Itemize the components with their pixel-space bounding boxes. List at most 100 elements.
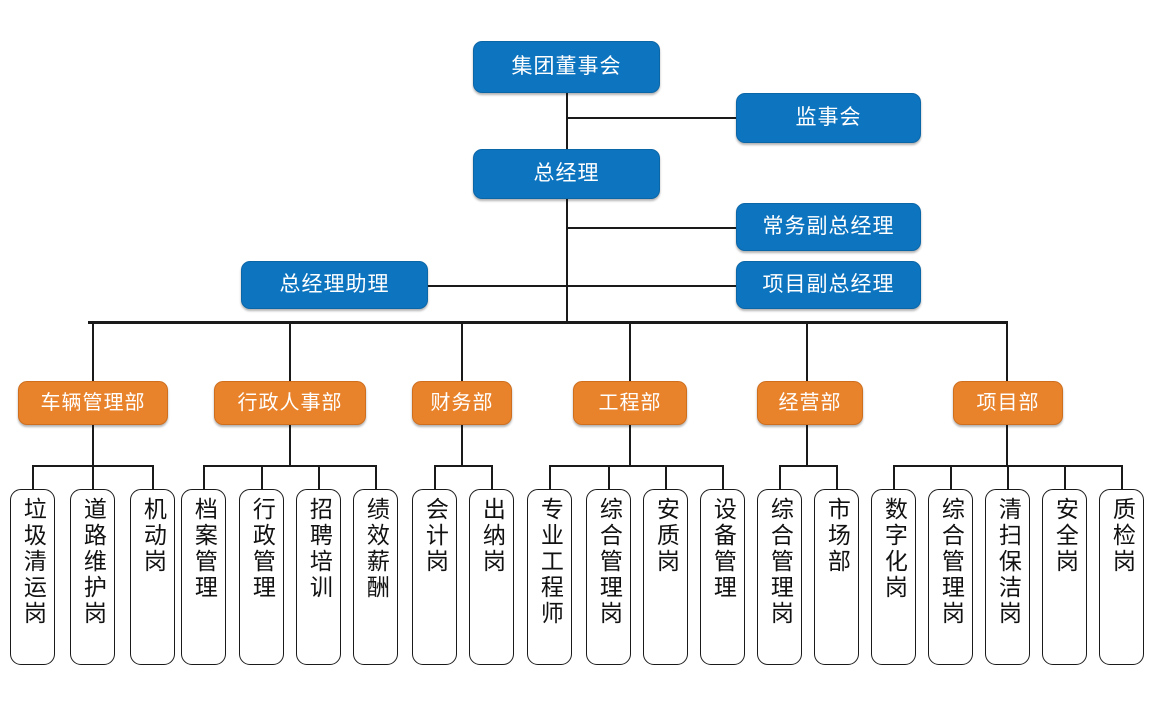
- dept-label: 财务部: [430, 392, 494, 414]
- node-general-manager[interactable]: 总经理: [473, 149, 660, 199]
- connector-dept6-leaf3: [1007, 465, 1009, 489]
- position-label: 档案管理: [191, 497, 218, 601]
- node-supervisory-board[interactable]: 监事会: [736, 93, 921, 143]
- position-label: 出纳岗: [479, 497, 506, 575]
- position-box[interactable]: 设备管理: [700, 489, 745, 665]
- connector-dept6-drop: [1006, 425, 1008, 465]
- position-label: 综合管理岗: [938, 497, 965, 627]
- connector-dept4-leaf2: [608, 465, 610, 489]
- position-box[interactable]: 安全岗: [1042, 489, 1087, 665]
- position-label: 市场部: [824, 497, 851, 575]
- node-gm-assistant[interactable]: 总经理助理: [241, 261, 428, 309]
- position-label: 垃圾清运岗: [20, 497, 47, 627]
- node-supervisory-board-label: 监事会: [795, 106, 862, 130]
- node-executive-vice-gm-label: 常务副总经理: [762, 215, 895, 239]
- position-box[interactable]: 档案管理: [181, 489, 226, 665]
- dept-node-engineering[interactable]: 工程部: [573, 381, 687, 425]
- connector-dept1-leaf2: [92, 465, 94, 489]
- dept-label: 项目部: [976, 392, 1040, 414]
- connector-dept6-leaf1: [893, 465, 895, 489]
- node-project-vice-gm-label: 项目副总经理: [762, 273, 895, 297]
- connector-dept5-bus: [779, 465, 837, 467]
- position-box[interactable]: 综合管理岗: [757, 489, 802, 665]
- dept-label: 工程部: [598, 392, 662, 414]
- dept-label: 行政人事部: [237, 392, 343, 414]
- connector-dept1-leaf1: [32, 465, 34, 489]
- connector-dept4-leaf3: [665, 465, 667, 489]
- department-bus: [88, 321, 1008, 324]
- position-box[interactable]: 专业工程师: [527, 489, 572, 665]
- position-box[interactable]: 出纳岗: [469, 489, 514, 665]
- connector-dept5-leaf2: [836, 465, 838, 489]
- position-box[interactable]: 质检岗: [1099, 489, 1144, 665]
- position-box[interactable]: 综合管理岗: [586, 489, 631, 665]
- connector-dept5-drop: [806, 425, 808, 465]
- connector-dept6-leaf5: [1121, 465, 1123, 489]
- connector-dept3-leaf2: [491, 465, 493, 489]
- position-label: 综合管理岗: [767, 497, 794, 627]
- position-box[interactable]: 市场部: [814, 489, 859, 665]
- connector-dept2-drop: [289, 425, 291, 465]
- connector-dept4-leaf1: [549, 465, 551, 489]
- position-box[interactable]: 绩效薪酬: [353, 489, 398, 665]
- connector-to-gm-assistant: [428, 285, 567, 287]
- connector-bus-to-dept-2: [289, 321, 291, 381]
- position-label: 质检岗: [1109, 497, 1136, 575]
- position-label: 专业工程师: [537, 497, 564, 627]
- connector-board-to-gm: [566, 93, 568, 149]
- position-box[interactable]: 会计岗: [412, 489, 457, 665]
- node-executive-vice-gm[interactable]: 常务副总经理: [736, 203, 921, 251]
- position-label: 绩效薪酬: [363, 497, 390, 601]
- connector-dept5-leaf1: [779, 465, 781, 489]
- connector-to-supervisory-board: [566, 117, 736, 119]
- node-board-label: 集团董事会: [511, 55, 622, 79]
- position-box[interactable]: 机动岗: [130, 489, 175, 665]
- node-general-manager-label: 总经理: [533, 162, 600, 186]
- dept-node-finance[interactable]: 财务部: [412, 381, 512, 425]
- connector-dept2-leaf4: [375, 465, 377, 489]
- dept-node-operations[interactable]: 经营部: [757, 381, 863, 425]
- position-label: 清扫保洁岗: [995, 497, 1022, 627]
- dept-node-admin-hr[interactable]: 行政人事部: [214, 381, 366, 425]
- connector-to-executive-vice-gm: [566, 227, 736, 229]
- dept-node-vehicle-management[interactable]: 车辆管理部: [18, 381, 168, 425]
- connector-dept4-bus: [549, 465, 723, 467]
- connector-bus-to-dept-5: [806, 321, 808, 381]
- connector-dept2-leaf2: [261, 465, 263, 489]
- position-box[interactable]: 数字化岗: [871, 489, 916, 665]
- node-board[interactable]: 集团董事会: [473, 41, 660, 93]
- dept-node-project[interactable]: 项目部: [953, 381, 1063, 425]
- connector-dept4-leaf4: [722, 465, 724, 489]
- position-box[interactable]: 道路维护岗: [70, 489, 115, 665]
- connector-dept1-leaf3: [152, 465, 154, 489]
- position-label: 安质岗: [653, 497, 680, 575]
- connector-gm-spine: [566, 199, 568, 321]
- connector-bus-to-dept-6: [1006, 321, 1008, 381]
- position-box[interactable]: 综合管理岗: [928, 489, 973, 665]
- connector-dept3-drop: [461, 425, 463, 465]
- position-label: 道路维护岗: [80, 497, 107, 627]
- position-label: 机动岗: [140, 497, 167, 575]
- connector-dept1-drop: [92, 425, 94, 465]
- position-label: 数字化岗: [881, 497, 908, 601]
- connector-bus-to-dept-1: [92, 321, 94, 381]
- node-project-vice-gm[interactable]: 项目副总经理: [736, 261, 921, 309]
- dept-label: 车辆管理部: [40, 392, 146, 414]
- connector-dept3-leaf1: [434, 465, 436, 489]
- position-box[interactable]: 招聘培训: [296, 489, 341, 665]
- position-box[interactable]: 行政管理: [239, 489, 284, 665]
- dept-label: 经营部: [778, 392, 842, 414]
- position-box[interactable]: 清扫保洁岗: [985, 489, 1030, 665]
- connector-dept6-leaf2: [950, 465, 952, 489]
- position-box[interactable]: 安质岗: [643, 489, 688, 665]
- position-label: 行政管理: [249, 497, 276, 601]
- node-gm-assistant-label: 总经理助理: [279, 273, 390, 297]
- position-box[interactable]: 垃圾清运岗: [10, 489, 55, 665]
- position-label: 设备管理: [710, 497, 737, 601]
- position-label: 综合管理岗: [596, 497, 623, 627]
- connector-dept4-drop: [629, 425, 631, 465]
- position-label: 安全岗: [1052, 497, 1079, 575]
- connector-dept2-leaf1: [203, 465, 205, 489]
- connector-dept2-bus: [203, 465, 376, 467]
